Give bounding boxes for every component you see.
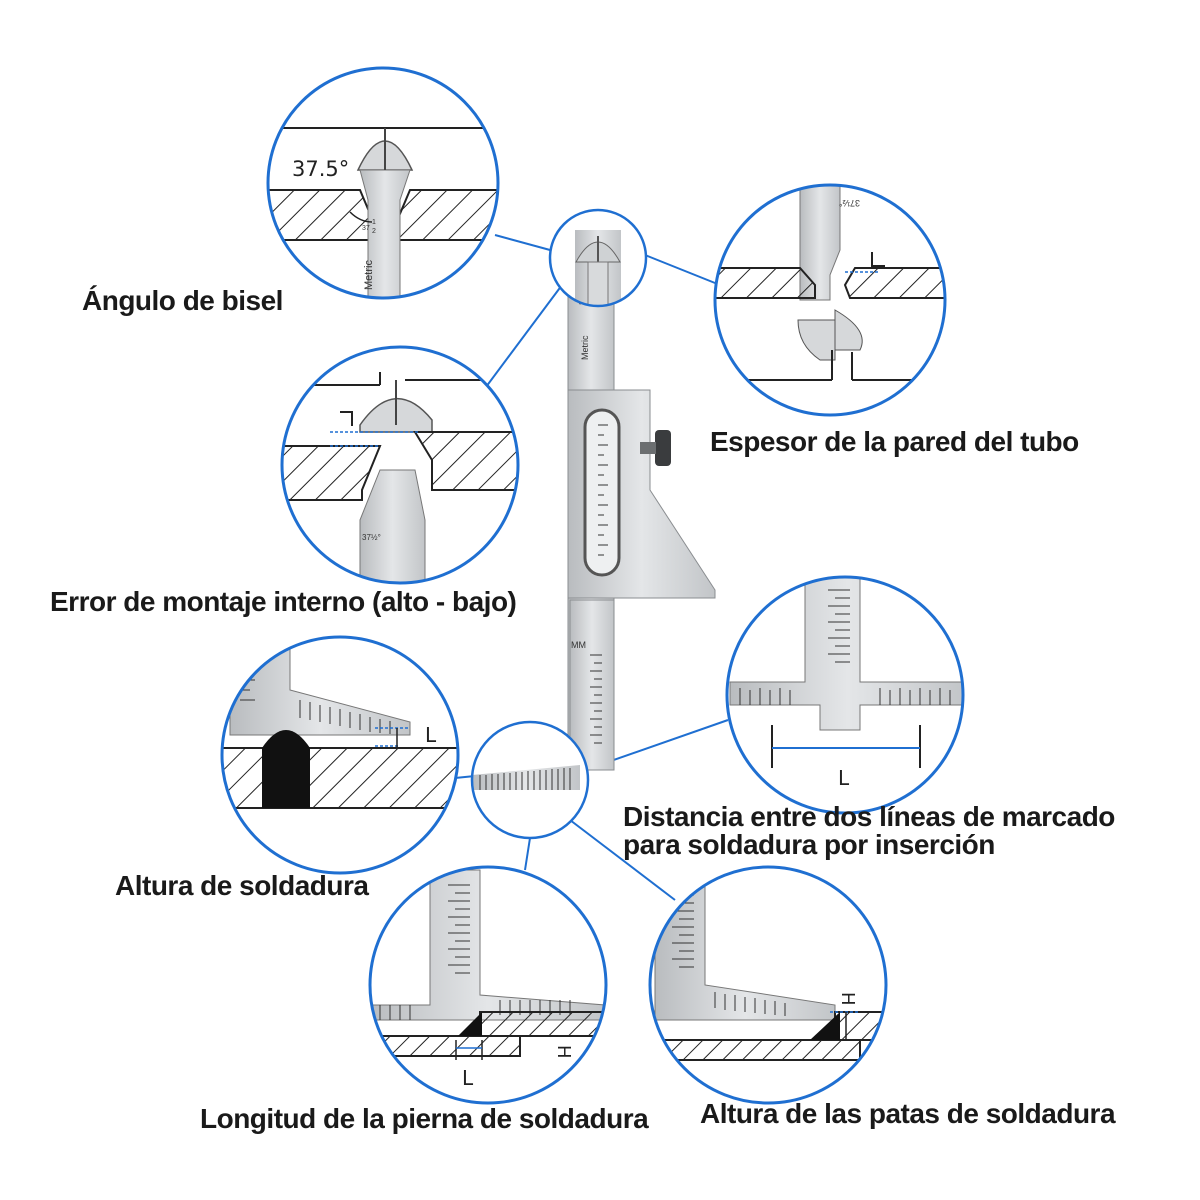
caption-wall-thickness: Espesor de la pared del tubo [710, 426, 1079, 457]
scale-label: MM [571, 640, 586, 650]
circle-wall-thickness: 37½° [713, 183, 947, 417]
blade-label-zoom: Metric [363, 260, 375, 290]
angle-mark-den: 2 [372, 228, 376, 235]
dimension-L-leg: L [462, 1066, 474, 1090]
circle-weld-height: L [220, 635, 460, 875]
bevel-angle-value: 37.5° [292, 157, 349, 181]
blade-label: Metric [580, 335, 590, 360]
dimension-H-height: H [837, 992, 858, 1006]
dimension-L-marking: L [838, 766, 850, 790]
circle-bevel-angle: Metric 37 1 2 37.5° [266, 66, 500, 300]
caption-bevel-angle: Ángulo de bisel [82, 285, 283, 316]
circle-leg-length: L H [368, 865, 608, 1105]
angle-mark-rotated: 37½° [838, 198, 860, 208]
circle-marking-distance: L [725, 575, 965, 815]
angle-mark-whole: 37 [362, 225, 370, 232]
welding-gauge: MM Metric 37½° [567, 249, 716, 771]
caption-marking-distance-line2: para soldadura por inserción [623, 829, 995, 860]
caption-leg-height: Altura de las patas de soldadura [700, 1098, 1116, 1129]
angle-mark-misalign: 37½° [362, 533, 381, 542]
caption-weld-height: Altura de soldadura [115, 870, 369, 901]
caption-marking-distance-line1: Distancia entre dos líneas de marcado [623, 801, 1115, 832]
caption-leg-length: Longitud de la pierna de soldadura [200, 1103, 649, 1134]
circle-leg-height: H [648, 865, 888, 1105]
base-detail-circle [470, 720, 590, 840]
dimension-H-leg: H [553, 1045, 574, 1059]
angle-mark-num: 1 [372, 219, 376, 226]
circle-internal-misalignment: 37½° [280, 345, 520, 585]
dimension-L-weld-height: L [425, 723, 437, 747]
caption-marking-distance: Distancia entre dos líneas de marcado pa… [623, 803, 1115, 859]
caption-internal-misalignment: Error de montaje interno (alto - bajo) [50, 586, 517, 617]
head-detail-circle [548, 208, 648, 308]
